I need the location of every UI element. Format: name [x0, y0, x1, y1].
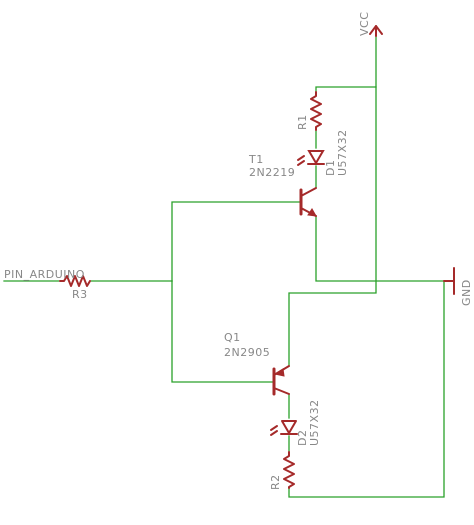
gnd-label: GND [460, 279, 473, 306]
t1-collector-lead [300, 187, 317, 197]
led-d2-light-ray-2 [270, 430, 278, 436]
led-d1-value: U57X32 [336, 129, 349, 176]
gnd-symbol [443, 267, 455, 295]
led-d1-light-ray-2 [297, 160, 305, 166]
wire-t1-emitter-to-gnd [315, 215, 445, 282]
wire-vcc-rail [315, 31, 377, 93]
transistor-t1-name: T1 [248, 153, 264, 166]
t1-emitter-arrow-icon [307, 208, 317, 217]
transistor-q1-symbol [272, 365, 290, 396]
led-d2-name: D2 [296, 430, 309, 446]
led-d2-value: U57X32 [308, 399, 321, 446]
transistor-q1-value: 2N2905 [224, 346, 270, 359]
wires [3, 31, 445, 498]
resistor-r3-symbol [59, 275, 91, 287]
resistor-r1-label: R1 [296, 114, 309, 130]
q1-emitter-arrow-icon [273, 368, 285, 377]
wire-vcc-to-q1-emitter [288, 86, 377, 367]
q1-collector-lead [273, 387, 290, 395]
transistor-t1-symbol [299, 187, 317, 217]
led-d2-light-ray-1 [270, 425, 278, 431]
resistor-r2-label: R2 [269, 474, 282, 490]
input-pin-label: PIN_ARDUINO [4, 268, 85, 281]
resistor-r2-symbol [283, 451, 295, 489]
transistor-q1-name: Q1 [224, 331, 241, 344]
led-d1-name: D1 [324, 160, 337, 176]
wire-node-to-t1-base [171, 201, 301, 282]
resistor-r1-symbol [310, 91, 322, 131]
led-d1-light-ray-1 [297, 155, 305, 161]
resistor-r3-label: R3 [72, 288, 88, 301]
vcc-supply-symbol [369, 25, 383, 37]
transistor-t1-value: 2N2219 [249, 166, 295, 179]
wire-gnd-return [288, 280, 445, 498]
led-d1-triangle [307, 150, 325, 165]
led-d2-triangle [281, 420, 297, 434]
led-d2-symbol [270, 420, 298, 436]
led-d1-symbol [297, 150, 325, 166]
wire-node-to-q1-base [171, 280, 274, 383]
vcc-label: VCC [358, 12, 371, 36]
